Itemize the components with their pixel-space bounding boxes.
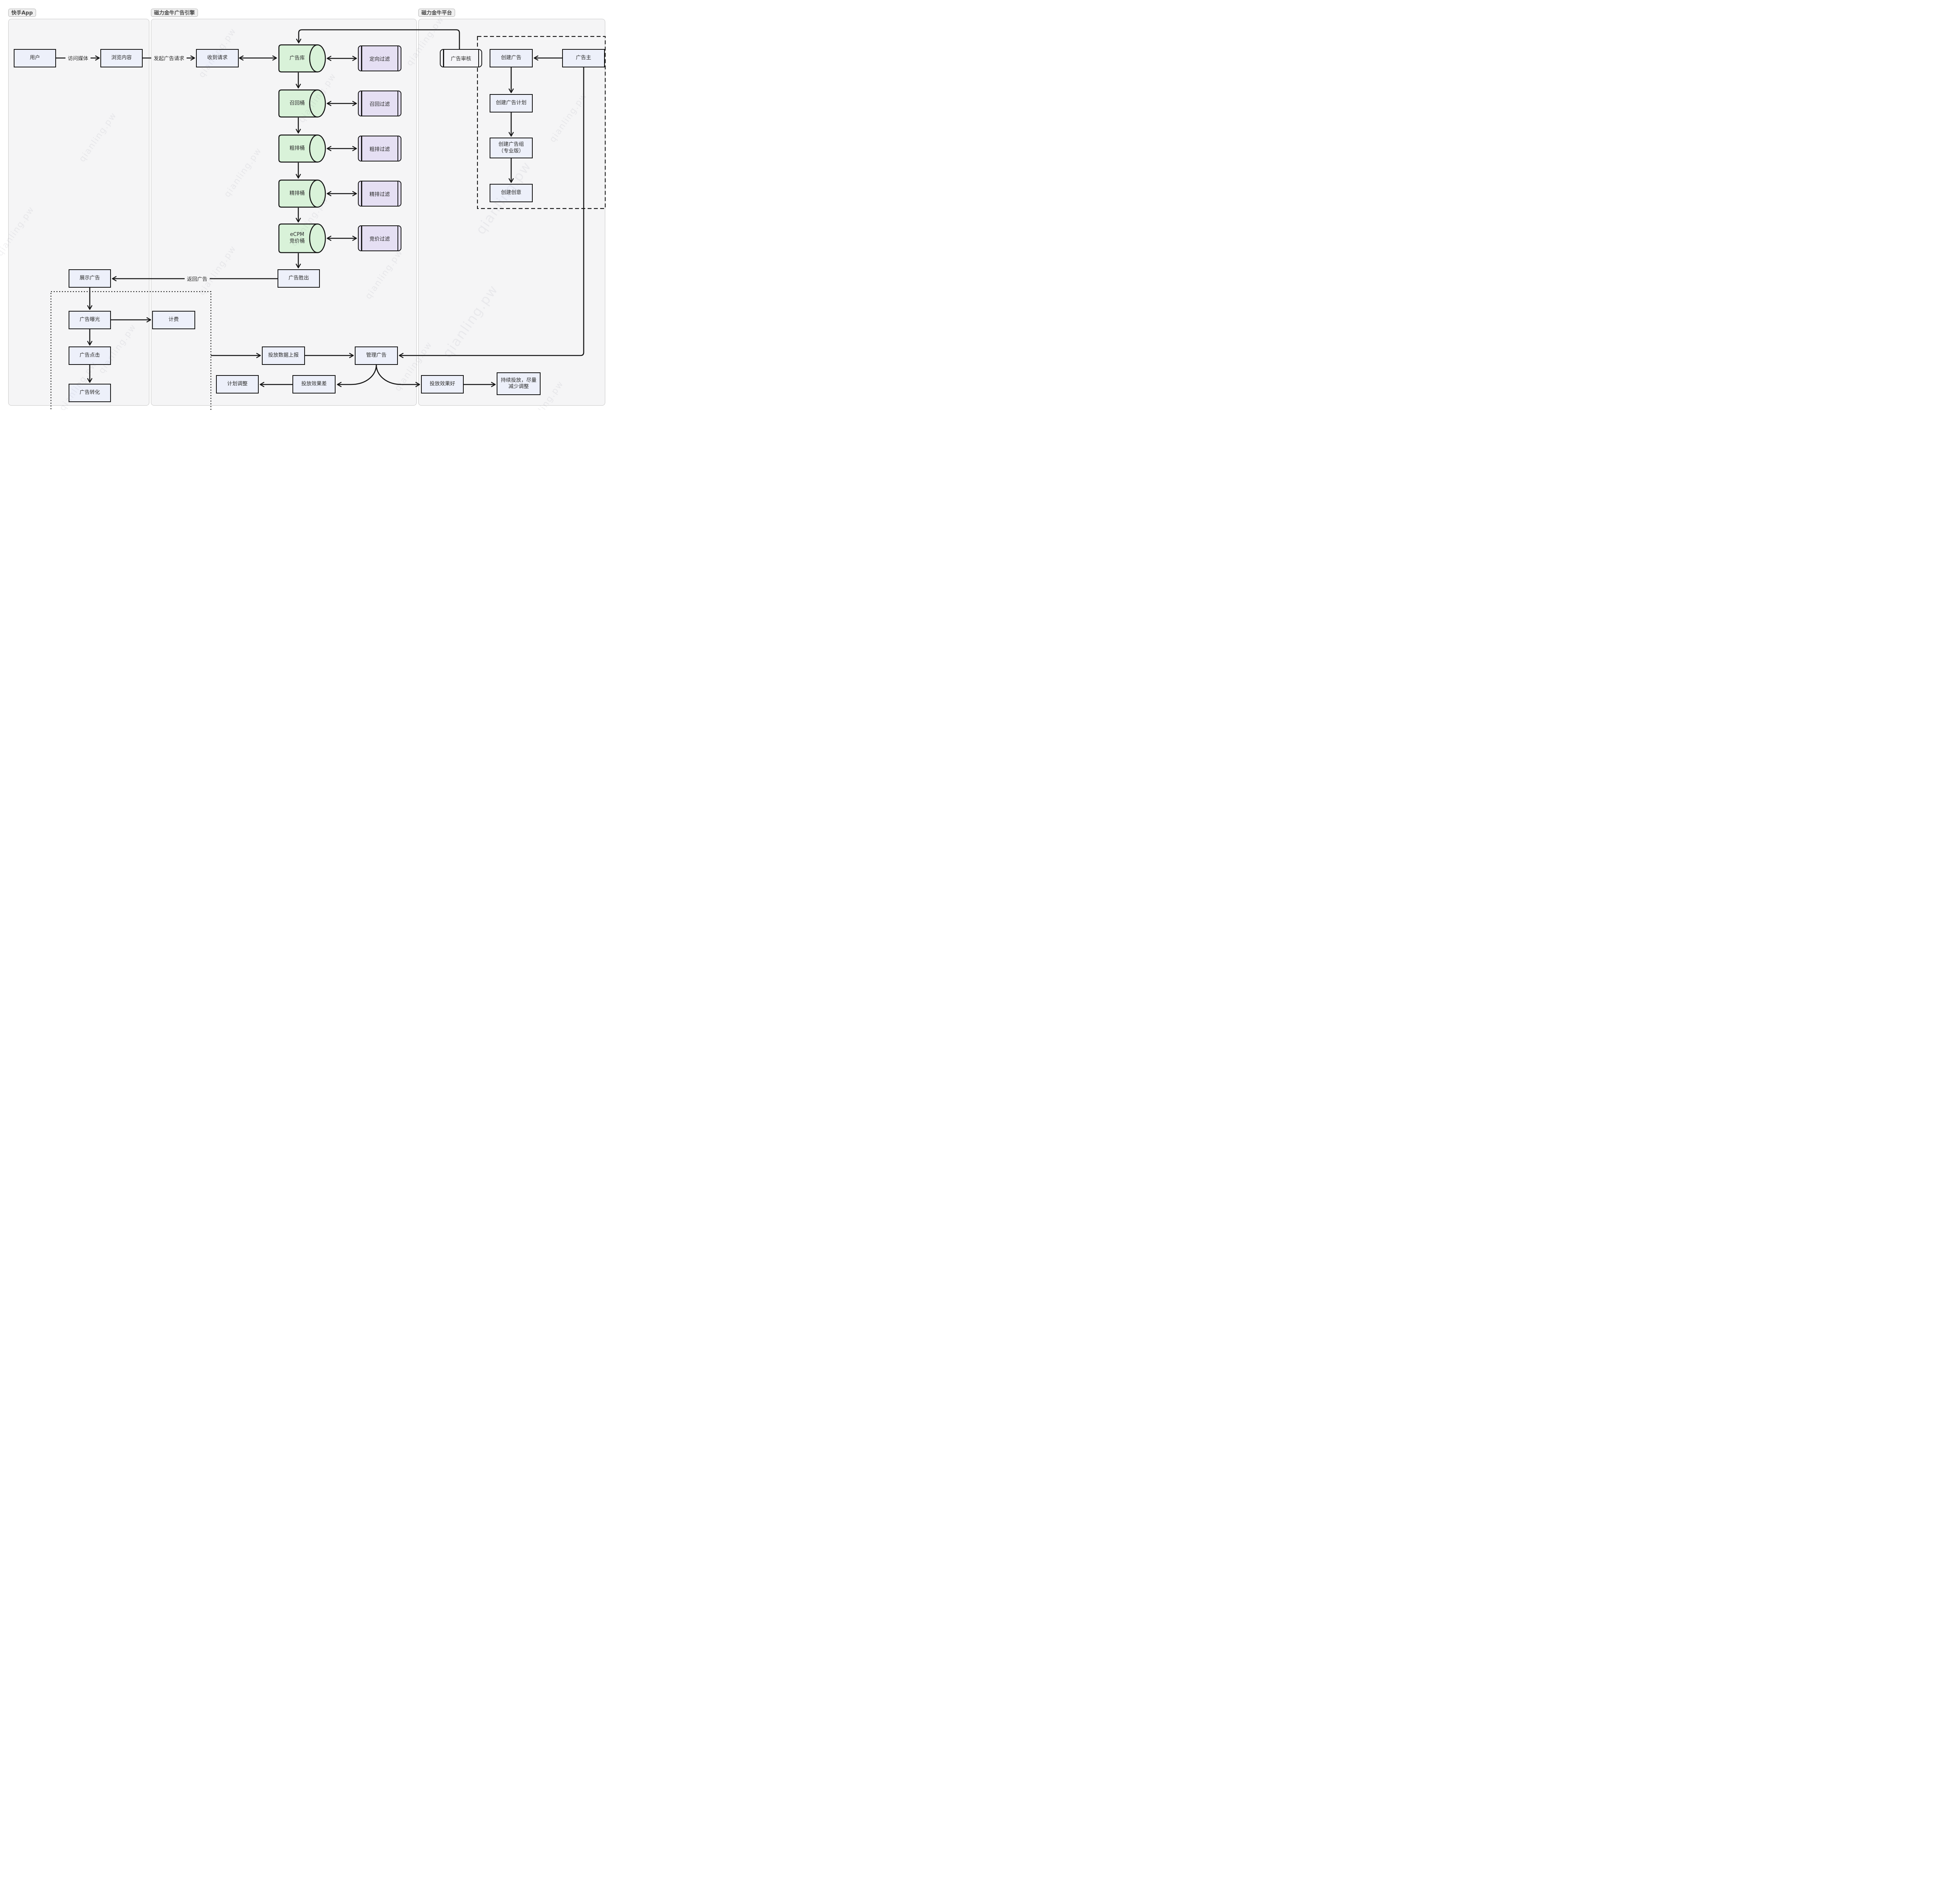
node-receive: 收到请求 xyxy=(196,49,239,67)
node-good-perf: 投放效果好 xyxy=(421,375,464,394)
node-create-group-label-line1: 创建广告组 xyxy=(498,141,524,148)
node-ad-win: 广告胜出 xyxy=(278,269,320,288)
node-ad-review: 广告审核 xyxy=(440,49,482,67)
node-manage-ad: 管理广告 xyxy=(355,346,398,365)
node-create-group: 创建广告组 （专业版） xyxy=(490,138,533,158)
node-click: 广告点击 xyxy=(69,346,111,365)
node-plan-adjust-label: 计划调整 xyxy=(227,381,248,387)
node-create-group-label-line2: （专业版） xyxy=(498,148,524,154)
cylinder-shape xyxy=(278,223,326,253)
node-user: 用户 xyxy=(14,49,56,67)
node-fine-bucket-cylinder: 精排桶 xyxy=(278,180,326,208)
node-good-perf-label: 投放效果好 xyxy=(429,381,455,387)
edge-review-adstore xyxy=(296,29,460,49)
node-ecpm-bucket-label-line1: eCPM xyxy=(290,232,305,238)
edge-manage-poorperf xyxy=(337,365,377,387)
node-coarse-bucket-cylinder: 粗排桶 xyxy=(278,134,326,163)
node-data-report: 投放数据上报 xyxy=(262,346,305,365)
node-create-ad: 创建广告 xyxy=(490,49,533,67)
cylinder-shape xyxy=(278,180,326,208)
cylinder-shape xyxy=(278,44,326,73)
node-plan-adjust: 计划调整 xyxy=(216,375,259,394)
node-fine-filter: 精排过滤 xyxy=(358,181,401,207)
cylinder-shape xyxy=(278,134,326,163)
node-ecpm-bucket-cylinder: eCPM 竞价桶 xyxy=(278,223,326,253)
edge-label-ad-request: 发起广告请求 xyxy=(151,54,187,62)
lane-badge-platform: 磁力金牛平台 xyxy=(418,9,456,17)
node-recall-bucket-cylinder: 召回桶 xyxy=(278,89,326,118)
node-manage-ad-label: 管理广告 xyxy=(366,352,387,359)
node-advertiser-label: 广告主 xyxy=(575,55,591,61)
node-fine-bucket-label: 精排桶 xyxy=(289,190,305,196)
lane-badge-kuaishou-app: 快手App xyxy=(8,9,36,17)
node-advertiser: 广告主 xyxy=(562,49,605,67)
node-bid-filter-label: 竞价过滤 xyxy=(369,236,390,242)
node-billing: 计费 xyxy=(152,311,195,329)
node-coarse-filter: 粗排过滤 xyxy=(358,136,401,161)
node-ecpm-bucket-label-line2: 竞价桶 xyxy=(289,238,305,244)
lane-platform xyxy=(418,19,605,406)
group-frame-ad-events xyxy=(50,291,212,410)
node-create-creative: 创建创意 xyxy=(490,184,533,202)
node-receive-label: 收到请求 xyxy=(207,55,228,61)
node-billing-label: 计费 xyxy=(168,317,179,323)
edge-label-return-ad: 返回广告 xyxy=(184,274,210,283)
node-coarse-bucket-label: 粗排桶 xyxy=(289,145,305,151)
node-browse-label: 浏览内容 xyxy=(111,55,132,61)
node-data-report-label: 投放数据上报 xyxy=(268,352,299,359)
node-ad-review-label: 广告审核 xyxy=(450,56,471,62)
lane-kuaishou-app xyxy=(8,19,149,406)
edge-label-visit-media: 访问媒体 xyxy=(65,54,91,62)
node-browse: 浏览内容 xyxy=(100,49,143,67)
node-create-plan-label: 创建广告计划 xyxy=(495,100,526,106)
lane-badge-ad-engine: 磁力金牛广告引擎 xyxy=(151,9,198,17)
node-recall-filter-label: 召回过滤 xyxy=(369,101,390,107)
node-show-ad-label: 展示广告 xyxy=(79,275,100,281)
node-targeting-filter: 定向过滤 xyxy=(358,45,401,71)
node-ad-store-label: 广告库 xyxy=(289,55,305,61)
node-impression-label: 广告曝光 xyxy=(79,317,100,323)
node-click-label: 广告点击 xyxy=(79,352,100,359)
node-conversion: 广告转化 xyxy=(69,384,111,402)
group-frame-platform-create xyxy=(477,36,606,209)
node-coarse-filter-label: 粗排过滤 xyxy=(369,146,390,152)
edge-manage-goodperf xyxy=(376,365,420,387)
node-bid-filter: 竞价过滤 xyxy=(358,225,401,251)
flowchart-canvas: 快手App 磁力金牛广告引擎 磁力金牛平台 xyxy=(0,0,606,410)
node-impression: 广告曝光 xyxy=(69,311,111,329)
node-conversion-label: 广告转化 xyxy=(79,390,100,396)
edge-advertiser-manage xyxy=(399,67,584,358)
node-ad-win-label: 广告胜出 xyxy=(288,275,309,281)
node-keep-going-label-line1: 持续投放，尽量 xyxy=(501,377,537,383)
node-keep-going: 持续投放，尽量 减少调整 xyxy=(497,372,541,395)
node-poor-perf: 投放效果差 xyxy=(292,375,336,394)
node-recall-filter: 召回过滤 xyxy=(358,91,401,116)
node-ad-store-cylinder: 广告库 xyxy=(278,44,326,73)
node-create-creative-label: 创建创意 xyxy=(501,190,521,196)
node-poor-perf-label: 投放效果差 xyxy=(301,381,327,387)
node-keep-going-label-line2: 减少调整 xyxy=(508,384,529,390)
node-fine-filter-label: 精排过滤 xyxy=(369,191,390,198)
node-create-ad-label: 创建广告 xyxy=(501,55,521,61)
node-user-label: 用户 xyxy=(29,55,40,61)
node-show-ad: 展示广告 xyxy=(69,269,111,288)
node-create-plan: 创建广告计划 xyxy=(490,94,533,112)
node-targeting-filter-label: 定向过滤 xyxy=(369,56,390,62)
lane-ad-engine xyxy=(151,19,417,406)
node-recall-bucket-label: 召回桶 xyxy=(289,100,305,106)
cylinder-shape xyxy=(278,89,326,118)
